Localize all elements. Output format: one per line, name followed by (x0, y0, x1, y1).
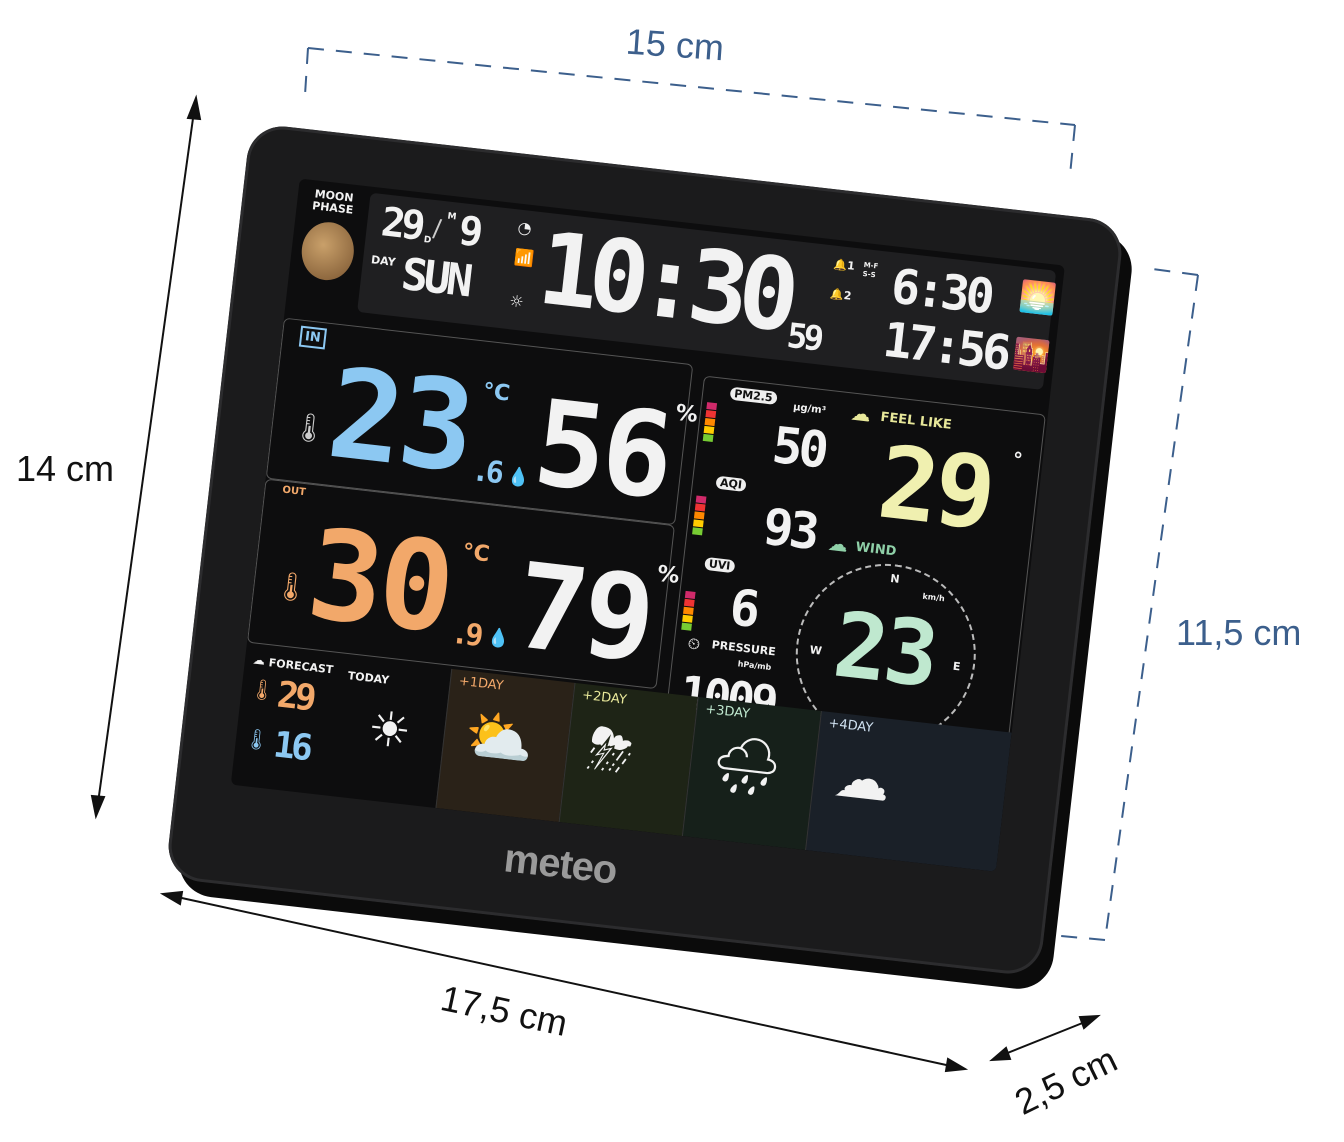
moon-phase-icon (298, 219, 357, 283)
lcd-screen: MOON PHASE 29 D / M 9 DAY SUN ◔ 📶 ☼ 10:3… (230, 178, 1065, 872)
sunrise-time: 6:30 (888, 258, 994, 326)
date-day: 29 (378, 199, 424, 250)
clock-time: 10:30 (532, 209, 796, 355)
height-right-label: 11,5 cm (1176, 612, 1302, 653)
alarm-days: M-F S-S (862, 260, 879, 280)
indoor-temperature-decimal: .6 (469, 453, 502, 491)
indoor-temp-unit: °C (481, 378, 512, 407)
compass-north: N (889, 571, 901, 586)
day-label: +3DAY (704, 701, 751, 722)
backlight-icon: ☼ (508, 291, 525, 312)
low-temp-icon: 🌡 (242, 725, 271, 753)
thermometer-icon: 🌡 (271, 568, 311, 606)
month-mark: M (446, 211, 457, 223)
outdoor-humidity: 79 (509, 536, 659, 689)
height-left-arrow (96, 103, 196, 811)
day-label: +1DAY (458, 673, 505, 694)
indoor-house-icon: IN (298, 325, 327, 350)
compass-west: W (809, 643, 823, 658)
day-mark: D (423, 234, 432, 246)
wind-icon: ☁ (826, 530, 850, 557)
thermometer-icon: 🌡 (289, 409, 329, 447)
sunset-icon: 🌇 (1010, 336, 1052, 376)
clock-seconds: 59 (784, 315, 823, 360)
pressure-gauge-icon: ⏲ (686, 633, 702, 654)
weekday: SUN (398, 248, 472, 308)
humidity-drop-icon: 💧 (506, 466, 531, 490)
height-left-label: 14 cm (16, 448, 115, 489)
brand-logo: meteo (501, 836, 619, 893)
day-label: +2DAY (581, 687, 628, 708)
alarm-snooze-icon: ◔ (516, 217, 533, 239)
alarm-1-number: 1 (846, 259, 856, 273)
wifi-signal-icon: 📶 (513, 247, 536, 269)
pm25-value: 50 (769, 415, 828, 480)
aqi-value: 93 (760, 497, 819, 561)
rain-icon: 🌧 (707, 730, 786, 803)
thunderstorm-icon: ⛈ (584, 716, 637, 786)
high-temp-icon: 🌡 (248, 676, 277, 703)
outdoor-temp-unit: °C (461, 539, 492, 568)
forecast-low: 16 (271, 724, 312, 770)
alarm-1-icon: 🔔1 (832, 257, 856, 273)
forecast-high: 29 (274, 674, 315, 720)
forecast-day-3: +3DAY 🌧 (681, 696, 821, 851)
outdoor-temperature-decimal: .9 (449, 615, 482, 654)
today-label: TODAY (347, 669, 390, 687)
outdoor-temperature: 30 (300, 502, 458, 662)
feel-like-value: 29 (872, 423, 998, 553)
compass-east: E (952, 659, 962, 674)
forecast-day-4: +4DAY ☁ (805, 710, 1012, 872)
depth-arrow (994, 1017, 1096, 1059)
outdoor-humidity-unit: % (655, 561, 681, 589)
sunset-time: 17:56 (880, 311, 1011, 382)
humidity-drop-icon: 💧 (485, 626, 511, 651)
width-top-label: 15 cm (624, 20, 726, 69)
weather-station: MOON PHASE 29 D / M 9 DAY SUN ◔ 📶 ☼ 10:3… (164, 122, 1126, 978)
alarm-2-icon: 🔔2 (829, 287, 853, 303)
wind-speed: 23 (828, 592, 941, 709)
moon-phase-label: MOON PHASE (311, 187, 355, 217)
today-sunny-icon: ☀ (364, 699, 415, 761)
indoor-humidity-unit: % (674, 400, 700, 429)
alarm-2-number: 2 (843, 288, 853, 303)
indoor-temperature: 23 (321, 341, 478, 501)
indoor-humidity: 56 (527, 373, 677, 526)
height-right-line (1104, 274, 1199, 941)
width-bottom-arrow (167, 894, 961, 1069)
day-label: DAY (370, 253, 397, 269)
feel-like-icon: ☁ (849, 400, 873, 427)
partly-cloudy-icon: ⛅ (461, 702, 538, 775)
forecast-label: FORECAST (268, 656, 335, 677)
forecast-day-1: +1DAY ⛅ (435, 668, 575, 822)
day-label: +4DAY (827, 715, 874, 736)
windy-cloud-icon: ☁ (830, 744, 894, 816)
forecast-day-2: +2DAY ⛈ (558, 682, 698, 837)
forecast-icon: ☁ (252, 652, 266, 668)
sunrise-icon: 🌅 (1017, 278, 1059, 318)
